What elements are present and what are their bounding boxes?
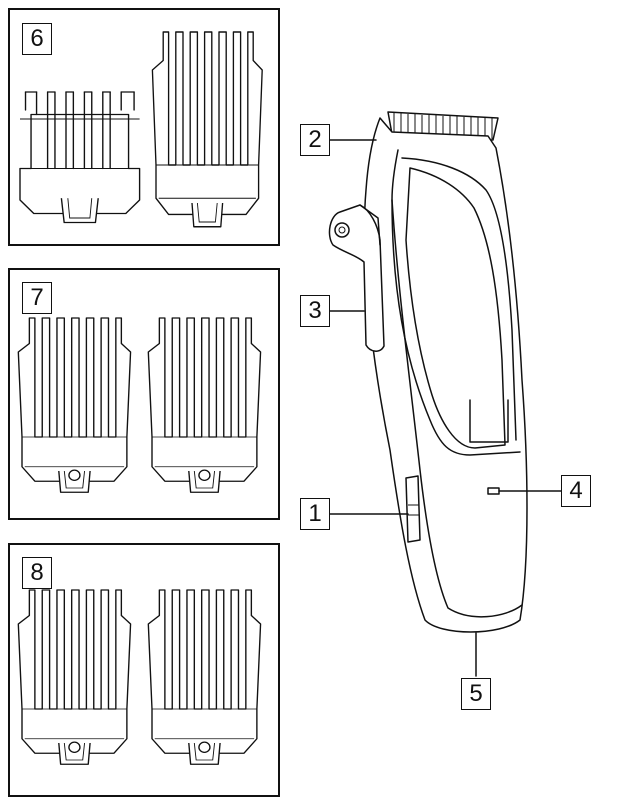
comb-7-left: [17, 317, 132, 493]
comb-8-right: [147, 589, 262, 765]
callout-label-2: 2: [300, 124, 330, 156]
comb-tall: [151, 31, 263, 228]
callout-label-5: 5: [461, 678, 491, 710]
callout-label-4: 4: [561, 475, 591, 507]
comb-7-right: [147, 317, 262, 493]
leader-lines: [329, 139, 562, 677]
clipper-body: [328, 111, 528, 633]
callout-label-1: 1: [300, 498, 330, 530]
panel-label-8: 8: [22, 557, 52, 589]
panel-label-6: 6: [22, 23, 52, 55]
comb-short: [19, 91, 141, 224]
comb-8-left: [17, 589, 132, 765]
callout-label-3: 3: [300, 295, 330, 327]
panel-label-7: 7: [22, 282, 52, 314]
